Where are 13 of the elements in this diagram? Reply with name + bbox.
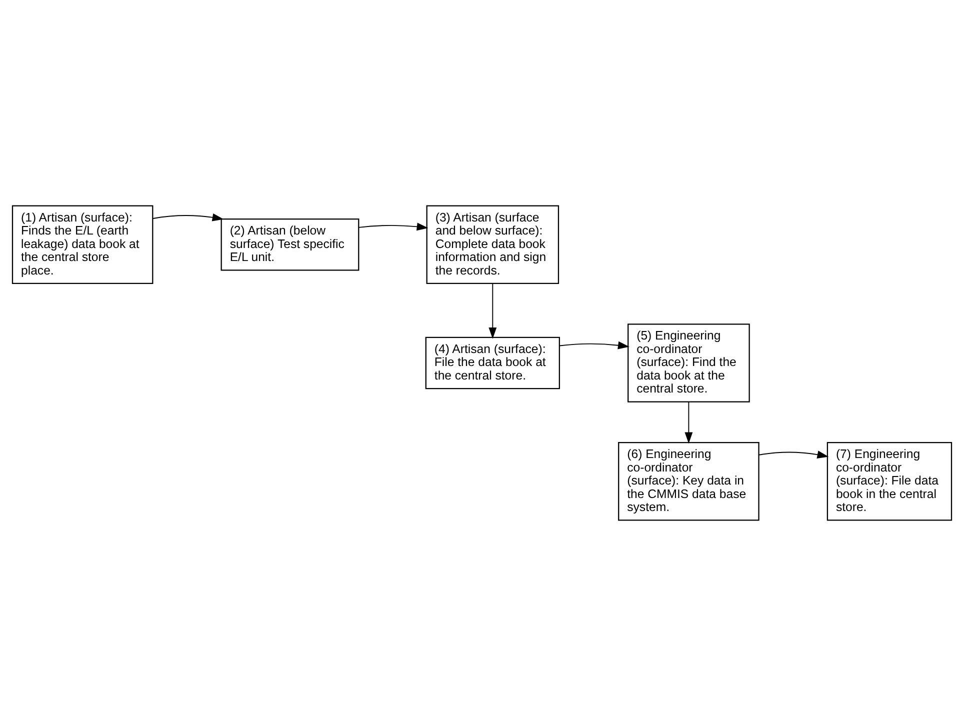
arrow [488,282,497,338]
arrow [559,340,630,349]
node-box: (3) Artisan (surface and below surface): Complete data book information and sign the records. [426,204,560,284]
arrow [684,401,693,444]
node-box: (6) Engineering co-ordinator (surface): Key data in the CMMIS data base system. [618,441,760,520]
arrow [152,212,224,221]
node-box: (5) Engineering co-ordinator (surface): Find the data book at the central store. [628,323,750,402]
arrow [358,222,428,230]
arrow [758,450,829,458]
node-box: (1) Artisan (surface): Finds the E/L (earth leakage) data book at the central store place. [12,204,154,284]
node-box: (7) Engineering co-ordinator (surface): File data book in the central store. [826,441,952,520]
node-box: (4) Artisan (surface): File the data book at the central store. [425,336,560,389]
node-box: (2) Artisan (below surface) Test specific E/L unit. [220,218,360,270]
